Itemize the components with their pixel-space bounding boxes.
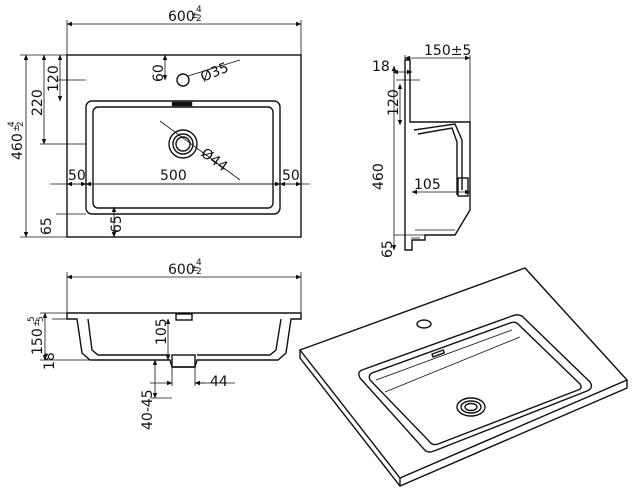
drain	[168, 129, 198, 159]
top-basin-outer	[85, 100, 281, 215]
front-height-tol-minus: 5	[36, 316, 46, 322]
top-view: 600 4 2 ± 460 ± 4 2 220 120 60	[7, 5, 310, 238]
front-height-value: 150	[30, 328, 46, 355]
side-view: 150±5 18 120 460 105 65	[371, 43, 471, 258]
iso-drain	[456, 397, 486, 417]
top-depth-tol-minus: 2	[16, 121, 26, 127]
isometric-view	[298, 267, 629, 487]
front-width-tol-plus: 4	[196, 258, 202, 268]
iso-top-surface	[298, 267, 629, 479]
top-width-tol-minus: 2	[196, 14, 202, 24]
front-height-tol-plus: 5	[27, 316, 37, 322]
front-drain-length: 40-45	[140, 389, 156, 430]
front-width-value: 600	[168, 262, 195, 278]
front-profile	[66, 312, 302, 368]
front-rim-value: 18	[42, 352, 58, 370]
rim-front-value: 65	[39, 217, 55, 235]
front-view: 600 ± 4 2 150 ± 5 5 18 105 44	[27, 258, 302, 430]
overflow-slot	[171, 101, 193, 107]
svg-text:±: ±	[32, 319, 42, 327]
tap-front-value: 120	[46, 65, 62, 92]
side-profile	[404, 59, 471, 251]
drain-dia-value: Ø44	[198, 145, 231, 175]
top-width-value: 600	[168, 9, 195, 25]
side-bowl-depth: 105	[414, 177, 441, 193]
tap-hole	[176, 73, 190, 87]
rim-right-value: 50	[282, 168, 300, 184]
side-rim-thickness: 18	[372, 59, 390, 75]
iso-tap-hole	[416, 319, 432, 329]
tap-hole-offset-value: 60	[151, 64, 167, 82]
rim-left-value: 50	[68, 168, 86, 184]
top-basin-inner	[92, 106, 274, 209]
iso-basin-inner	[368, 321, 582, 446]
side-front-lip: 65	[380, 240, 396, 258]
top-width-tol-plus: 4	[196, 5, 202, 15]
side-depth: 460	[371, 163, 387, 190]
top-depth-value: 460	[10, 133, 26, 160]
basin-width-value: 500	[160, 168, 187, 184]
front-bowl-depth: 105	[154, 318, 170, 345]
front-drain-outlet: 44	[210, 374, 228, 390]
top-depth-tol-plus: 4	[7, 121, 17, 127]
side-overall-depth: 150±5	[424, 43, 471, 59]
front-width-tol-minus: 2	[196, 267, 202, 277]
svg-text:±: ±	[191, 11, 199, 21]
rim-front-inner-value: 65	[109, 215, 125, 233]
tap-hole-dia-value: Ø35	[198, 60, 231, 86]
top-outer-outline	[66, 54, 302, 238]
tap-offset-value: 220	[30, 89, 46, 116]
iso-basin-outer	[358, 314, 593, 453]
svg-text:±: ±	[191, 264, 199, 274]
svg-text:±: ±	[12, 124, 22, 132]
